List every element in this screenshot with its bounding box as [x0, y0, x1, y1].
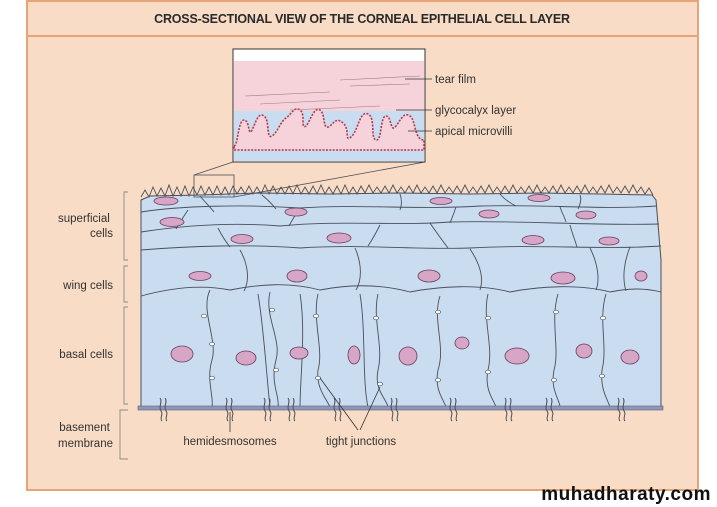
nucleus — [598, 236, 620, 246]
nucleus — [284, 207, 308, 217]
nucleus — [347, 345, 361, 365]
inset-detail — [232, 48, 426, 163]
layer-brackets — [119, 191, 128, 460]
nucleus — [417, 269, 441, 283]
bracket-wing — [123, 265, 128, 303]
label-basement-membrane: basement membrane — [58, 422, 113, 450]
nucleus — [170, 345, 194, 363]
inset-connectors — [193, 161, 426, 198]
nucleus — [230, 234, 254, 244]
apical-microvilli-surface — [140, 183, 654, 199]
bracket-basal — [123, 306, 128, 405]
label-basal-cells: basal cells — [59, 349, 113, 361]
zoom-region — [193, 174, 235, 198]
bracket-basement — [119, 409, 128, 460]
label-wing-cells: wing cells — [62, 280, 113, 292]
nucleus — [454, 336, 470, 350]
nucleus — [575, 343, 593, 359]
inset-tear-film-lines — [244, 75, 421, 111]
nucleus — [504, 347, 530, 365]
nucleus — [478, 209, 500, 219]
figure-title: CROSS-SECTIONAL VIEW OF THE CORNEAL EPIT… — [154, 12, 570, 26]
inset-microvilli — [233, 108, 425, 151]
nucleus — [289, 346, 309, 360]
epithelium-body — [140, 192, 662, 408]
nucleus — [634, 270, 648, 282]
epithelium — [137, 183, 664, 422]
nucleus — [188, 271, 212, 281]
nucleus — [398, 346, 418, 366]
leader-tight-junctions-2 — [319, 377, 359, 431]
label-superficial-cells: superficial cells — [58, 213, 113, 240]
label-apical-microvilli: apical microvilli — [435, 126, 512, 138]
label-hemidesmosomes: hemidesmosomes — [183, 436, 277, 448]
nuclei — [153, 194, 648, 366]
hemidesmosomes — [159, 397, 626, 422]
leader-tight-junctions-1 — [359, 386, 381, 431]
nucleus — [429, 197, 453, 205]
watermark: muhadharaty.com — [541, 484, 711, 505]
nucleus — [620, 349, 640, 365]
nucleus — [326, 232, 352, 244]
nucleus — [575, 210, 597, 220]
label-glycocalyx-layer: glycocalyx layer — [435, 105, 516, 117]
label-tight-junctions: tight junctions — [326, 436, 397, 448]
label-tear-film: tear film — [435, 74, 476, 86]
tight-junction-markers — [201, 307, 606, 387]
nucleus — [521, 235, 545, 245]
nucleus — [550, 271, 576, 285]
nucleus — [153, 196, 179, 206]
nucleus — [159, 217, 185, 227]
basement-membrane — [137, 405, 664, 411]
nucleus — [235, 350, 257, 366]
nucleus — [286, 269, 308, 283]
bracket-superficial — [123, 191, 128, 261]
superficial-cell-borders — [140, 193, 662, 251]
wing-cell-borders — [140, 246, 662, 297]
inset-tear-film — [234, 61, 424, 111]
nucleus — [527, 194, 551, 202]
